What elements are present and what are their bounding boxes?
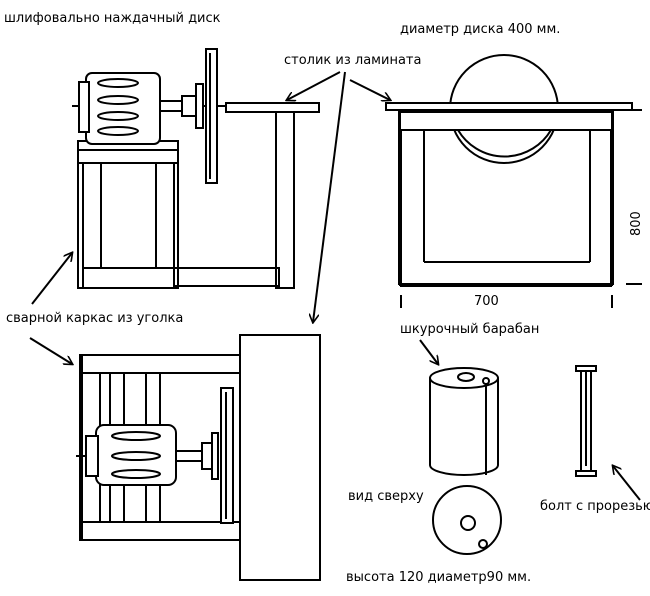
drum-top [429,367,499,389]
side-frame-post-2 [155,162,175,269]
top-motor-fin [111,431,161,441]
top-motor-fin [111,451,161,461]
drum-center-hole [457,372,475,382]
drum-top-view [432,485,502,555]
table-arrow-left [287,71,341,100]
top-view-table [239,334,321,581]
bolt-head-bottom [575,470,597,477]
sanding-drum [429,367,499,476]
shaft-flange [195,83,204,129]
width-dimension-label: 700 [474,294,499,309]
drum-body [429,378,499,476]
side-frame-post [82,162,102,269]
slotted-bolt [575,365,597,477]
side-frame-outline [77,162,179,289]
front-view [385,54,642,308]
disc-diameter-label: диаметр диска 400 мм. [400,22,560,37]
top-motor-cap [85,435,99,477]
drum-top-view-hole [460,515,476,531]
top-frame-rail-top [81,354,241,374]
table-arrow-top-view [349,79,390,100]
front-frame-top-rail [399,111,613,131]
motor-shaft [159,100,185,112]
motor-end-cap [78,81,90,133]
grinding-disc-side [205,48,218,184]
title-label: шлифовально наждачный диск [4,11,221,26]
shaft-coupling [181,95,197,117]
motor-fin [97,95,139,105]
motor-body [85,72,161,145]
side-frame-bottom-rail [173,267,280,287]
top-view [76,334,321,581]
drum-label: шкурочный барабан [400,322,539,337]
motor-fin [97,126,139,136]
drum-arrow [419,339,438,364]
front-frame-outline [399,109,613,286]
table-leg [275,111,295,289]
top-shaft-flange [211,432,219,480]
drum-top-view-slot [478,539,488,549]
table-arrow-right [313,71,346,322]
bolt-arrow [613,466,641,501]
table-label: столик из ламината [284,53,421,68]
frame-arrow-up [31,253,72,305]
top-shaft-coupling [201,442,213,470]
front-table [385,102,633,111]
top-view-label: вид сверху [348,489,424,504]
drum-top-view-outline [432,485,502,555]
side-view [72,48,320,289]
top-motor-fin [111,469,161,479]
drum-size-label: высота 120 диаметр90 мм. [346,570,531,585]
top-frame-rail-bottom [81,521,241,541]
height-dimension-label: 800 [629,211,644,236]
motor-fin [97,78,139,88]
frame-label: сварной каркас из уголка [6,311,183,326]
bolt-label: болт с прорезью [540,499,650,514]
top-shaft [175,450,203,462]
motor-fin [97,111,139,121]
laminate-table [225,102,320,113]
top-motor-body [95,424,177,486]
frame-arrow-down [29,337,72,364]
